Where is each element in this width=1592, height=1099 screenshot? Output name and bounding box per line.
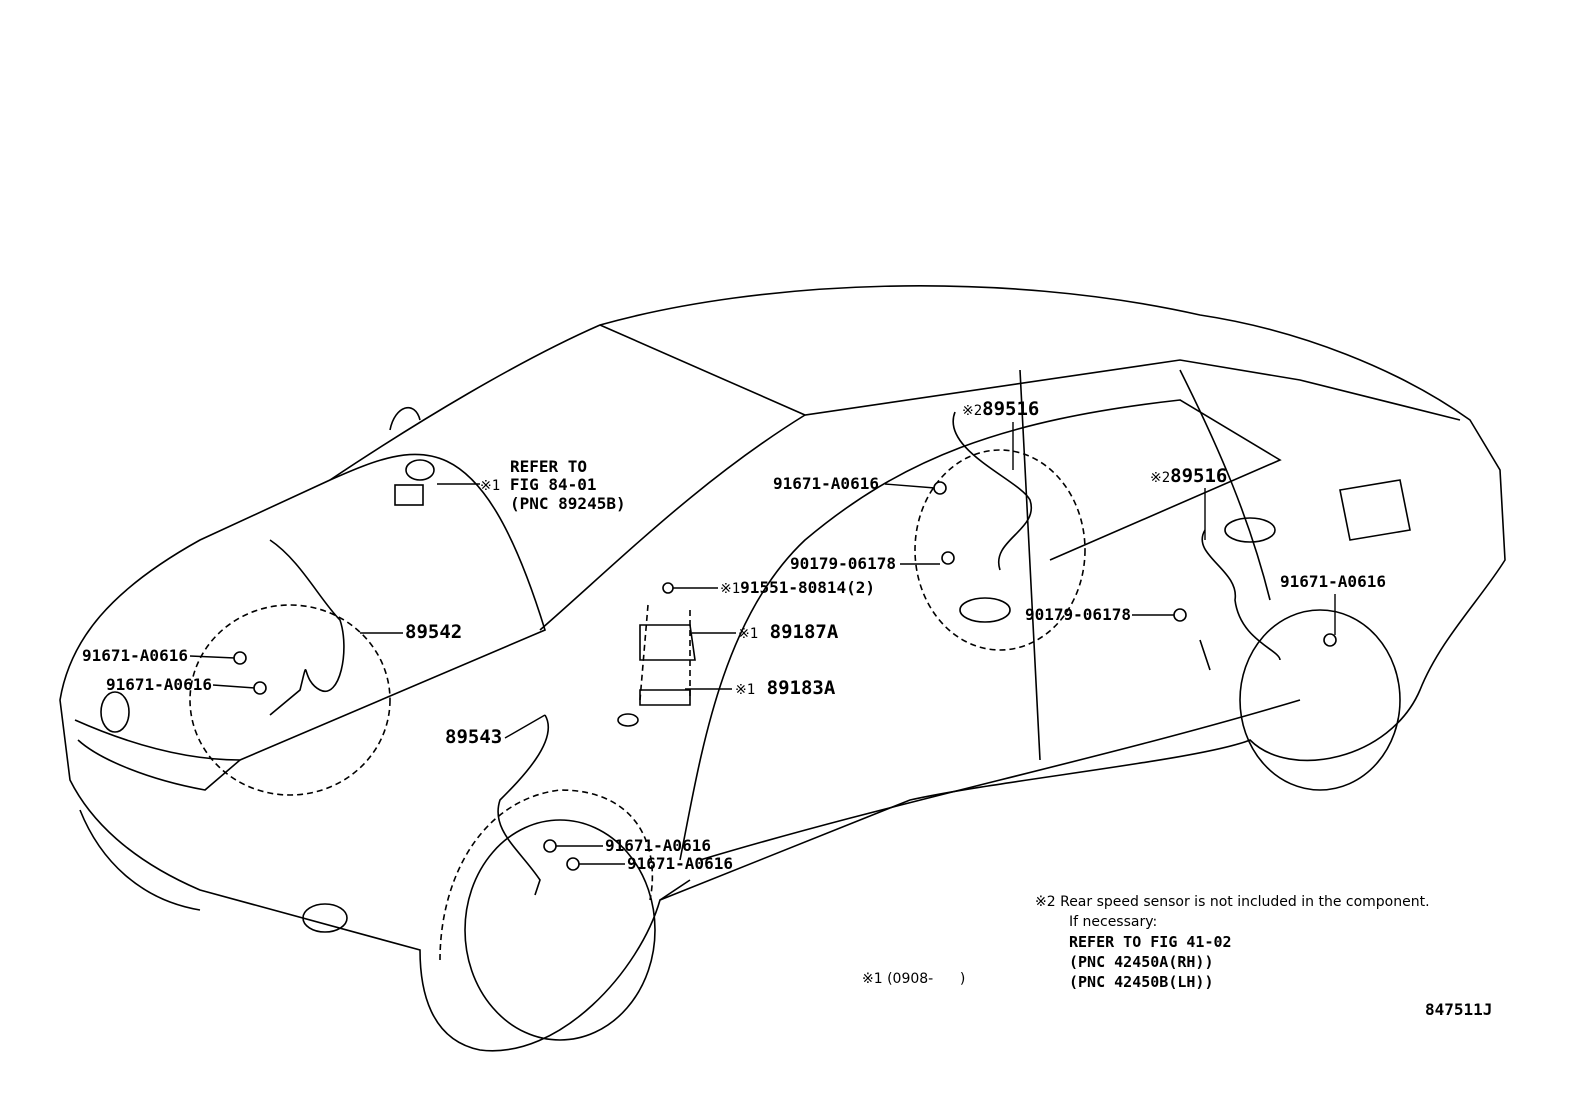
part-label-89187a[interactable]: ※1 89187A (738, 623, 838, 643)
note-mark: ※1 (480, 478, 501, 494)
note-mark: ※1 (720, 581, 741, 597)
part-number: 89516 (1170, 465, 1228, 487)
part-label-91551-80814[interactable]: ※191551-80814(2) (720, 579, 875, 598)
note-text: Rear speed sensor is not included in the… (1060, 894, 1430, 910)
footnote-rear-sensor: ※2 Rear speed sensor is not included in … (1035, 892, 1430, 992)
refer-line2: FIG 84-01 (509, 475, 597, 494)
part-label-91671-a0616[interactable]: 91671-A0616 (627, 854, 733, 873)
note-pnc-lh: (PNC 42450B(LH)) (1069, 973, 1214, 991)
note-mark: ※1 (735, 682, 756, 698)
part-number: 89183A (766, 677, 836, 699)
part-label-89516-rh[interactable]: ※289516 (1150, 467, 1227, 487)
part-label-89516-lh[interactable]: ※289516 (962, 400, 1039, 420)
note-pnc-rh: (PNC 42450A(RH)) (1069, 953, 1214, 971)
note-mark: ※2 (1150, 470, 1171, 486)
note-mark: ※2 (962, 403, 983, 419)
part-label-89183a[interactable]: ※1 89183A (735, 679, 835, 699)
part-label-90179-06178[interactable]: 90179-06178 (1025, 605, 1131, 624)
part-label-91671-a0616[interactable]: 91671-A0616 (605, 836, 711, 855)
figure-id: 847511J (1425, 1000, 1493, 1019)
footnote-date-range: ※1 (0908- ) (862, 971, 966, 987)
part-label-91671-a0616[interactable]: 91671-A0616 (106, 675, 212, 694)
note-refer: REFER TO FIG 41-02 (1069, 933, 1232, 951)
part-label-91671-a0616[interactable]: 91671-A0616 (82, 646, 188, 665)
part-label-90179-06178[interactable]: 90179-06178 (790, 554, 896, 573)
part-label-91671-a0616[interactable]: 91671-A0616 (1280, 572, 1386, 591)
refer-line3: (PNC 89245B) (510, 494, 626, 513)
part-number: 91551-80814(2) (740, 578, 876, 597)
part-label-91671-a0616[interactable]: 91671-A0616 (773, 474, 879, 493)
part-label-89543[interactable]: 89543 (445, 726, 503, 748)
note-if-necessary: If necessary: (1069, 914, 1158, 930)
refer-fig-84-01: REFER TO ※1 FIG 84-01 (PNC 89245B) (480, 458, 626, 513)
part-number: 89187A (769, 621, 839, 643)
part-number: 89516 (982, 398, 1040, 420)
note-mark: ※2 (1035, 894, 1056, 910)
part-label-89542[interactable]: 89542 (405, 621, 463, 643)
note-mark: ※1 (738, 626, 759, 642)
refer-line1: REFER TO (510, 457, 588, 476)
